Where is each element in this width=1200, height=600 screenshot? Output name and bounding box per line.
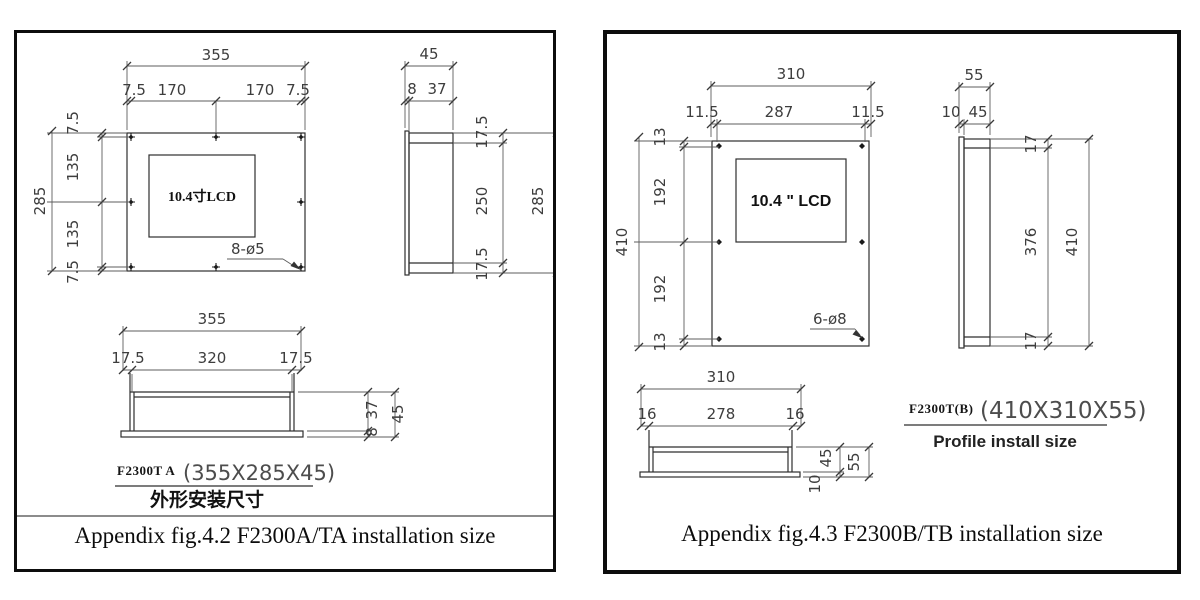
dim-bottom-depth: 45 (389, 404, 407, 423)
lcd-cutout (735, 158, 847, 243)
bottom-view (120, 373, 304, 438)
dim-side-top: 17.5 (473, 115, 491, 148)
dim-bottom-left: 16 (637, 405, 656, 423)
bottom-view-dimensions: 310 16 278 16 45 10 55 (636, 368, 874, 494)
side-view (958, 136, 991, 349)
side-view-dimensions: 45 8 37 17.5 250 17.5 285 (400, 45, 553, 281)
dim-bottom-body: 45 (817, 448, 835, 467)
dim-front-vspan2: 192 (651, 275, 669, 304)
dim-front-margin-left: 7.5 (122, 81, 146, 99)
side-view (404, 130, 454, 276)
hole-note: 8-ø5 (231, 240, 265, 258)
dim-front-span2: 170 (246, 81, 275, 99)
dim-side-bottom: 17.5 (473, 247, 491, 280)
front-view-dimensions: 310 11.5 287 11.5 410 13 192 192 13 10.4… (613, 65, 885, 352)
panel-f2300b-tb: 310 11.5 287 11.5 410 13 192 192 13 10.4… (603, 30, 1181, 574)
side-body (963, 138, 991, 347)
dim-front-vspan1: 192 (651, 178, 669, 207)
dim-front-total-width: 355 (202, 46, 231, 64)
side-body (408, 132, 454, 274)
model-label-group: F2300T A (355X285X45) 外形安装尺寸 (115, 461, 335, 511)
dim-front-total-height: 285 (31, 187, 49, 216)
panel-face-outline (711, 140, 870, 347)
dim-bottom-depth: 55 (845, 452, 863, 471)
dim-bottom-flange: 10 (806, 474, 824, 493)
side-view-dimensions: 55 10 45 17 376 17 410 (941, 66, 1094, 351)
model-label-group: F2300T(B) (410X310X55) Profile install s… (904, 398, 1147, 451)
dim-bottom-left: 17.5 (111, 349, 144, 367)
bottom-view-dimensions: 355 17.5 320 17.5 37 8 45 (111, 310, 407, 442)
drawing-f2300a-ta: 355 7.5 170 170 7.5 285 7.5 135 135 7.5 … (31, 45, 553, 511)
front-view (711, 140, 870, 347)
dim-front-margin-bottom: 7.5 (64, 260, 82, 284)
dim-bottom-mid: 278 (707, 405, 736, 423)
leader-arrow (290, 261, 301, 270)
subtitle-en: Profile install size (933, 432, 1077, 451)
dim-front-margin-top: 13 (651, 127, 669, 146)
dim-front-vspan2: 135 (64, 220, 82, 249)
dim-front-total-height: 410 (613, 228, 631, 257)
dim-front-margin-left: 11.5 (685, 103, 718, 121)
front-view-dimensions: 355 7.5 170 170 7.5 285 7.5 135 135 7.5 … (31, 46, 310, 284)
dim-side-bottom: 17 (1022, 331, 1040, 350)
dim-side-depth: 45 (419, 45, 438, 63)
side-flange (404, 130, 410, 276)
dim-bottom-total-width: 355 (198, 310, 227, 328)
bottom-flange (639, 471, 801, 478)
bottom-view (639, 430, 801, 478)
subtitle-cn: 外形安装尺寸 (150, 488, 264, 511)
dim-side-flange: 8 (407, 80, 417, 98)
dim-bottom-total-width: 310 (707, 368, 736, 386)
dim-front-total-width: 310 (777, 65, 806, 83)
dim-front-vspan1: 135 (64, 153, 82, 182)
dim-side-top: 17 (1022, 134, 1040, 153)
leader-arrow (852, 330, 863, 339)
dim-front-margin-bottom: 13 (651, 332, 669, 351)
hole-note: 6-ø8 (813, 310, 847, 328)
dim-front-span1: 170 (158, 81, 187, 99)
dim-side-mid: 376 (1022, 228, 1040, 257)
dim-bottom-flange: 8 (363, 427, 381, 437)
side-flange (958, 136, 965, 349)
dim-bottom-mid: 320 (198, 349, 227, 367)
caption-f2300a-ta: Appendix fig.4.2 F2300A/TA installation … (74, 523, 496, 548)
drawing-f2300b-tb: 310 11.5 287 11.5 410 13 192 192 13 10.4… (613, 65, 1147, 494)
dim-side-total-height: 410 (1063, 228, 1081, 257)
lcd-label: 10.4寸LCD (168, 188, 236, 205)
dim-front-margin-right: 11.5 (851, 103, 884, 121)
dim-bottom-right: 17.5 (279, 349, 312, 367)
model-code: F2300T A (117, 463, 175, 478)
dim-side-total-height: 285 (529, 187, 547, 216)
model-code: F2300T(B) (909, 401, 973, 416)
dim-side-body: 37 (427, 80, 446, 98)
bottom-flange (120, 430, 304, 438)
panel-f2300a-ta: 355 7.5 170 170 7.5 285 7.5 135 135 7.5 … (14, 30, 556, 572)
dim-front-margin-right: 7.5 (286, 81, 310, 99)
overall-size: (355X285X45) (183, 461, 335, 485)
lcd-cutout (148, 154, 256, 238)
dim-bottom-body: 37 (363, 400, 381, 419)
dim-side-depth: 55 (964, 66, 983, 84)
overall-size: (410X310X55) (980, 398, 1147, 424)
dim-front-span: 287 (765, 103, 794, 121)
dim-side-body: 45 (968, 103, 987, 121)
dim-side-flange: 10 (941, 103, 960, 121)
dim-side-mid: 250 (473, 187, 491, 216)
dim-front-margin-top: 7.5 (64, 111, 82, 135)
caption-separator (17, 515, 553, 517)
lcd-label: 10.4 " LCD (751, 193, 832, 210)
caption-f2300b-tb: Appendix fig.4.3 F2300B/TB installation … (681, 521, 1103, 546)
dim-bottom-right: 16 (785, 405, 804, 423)
